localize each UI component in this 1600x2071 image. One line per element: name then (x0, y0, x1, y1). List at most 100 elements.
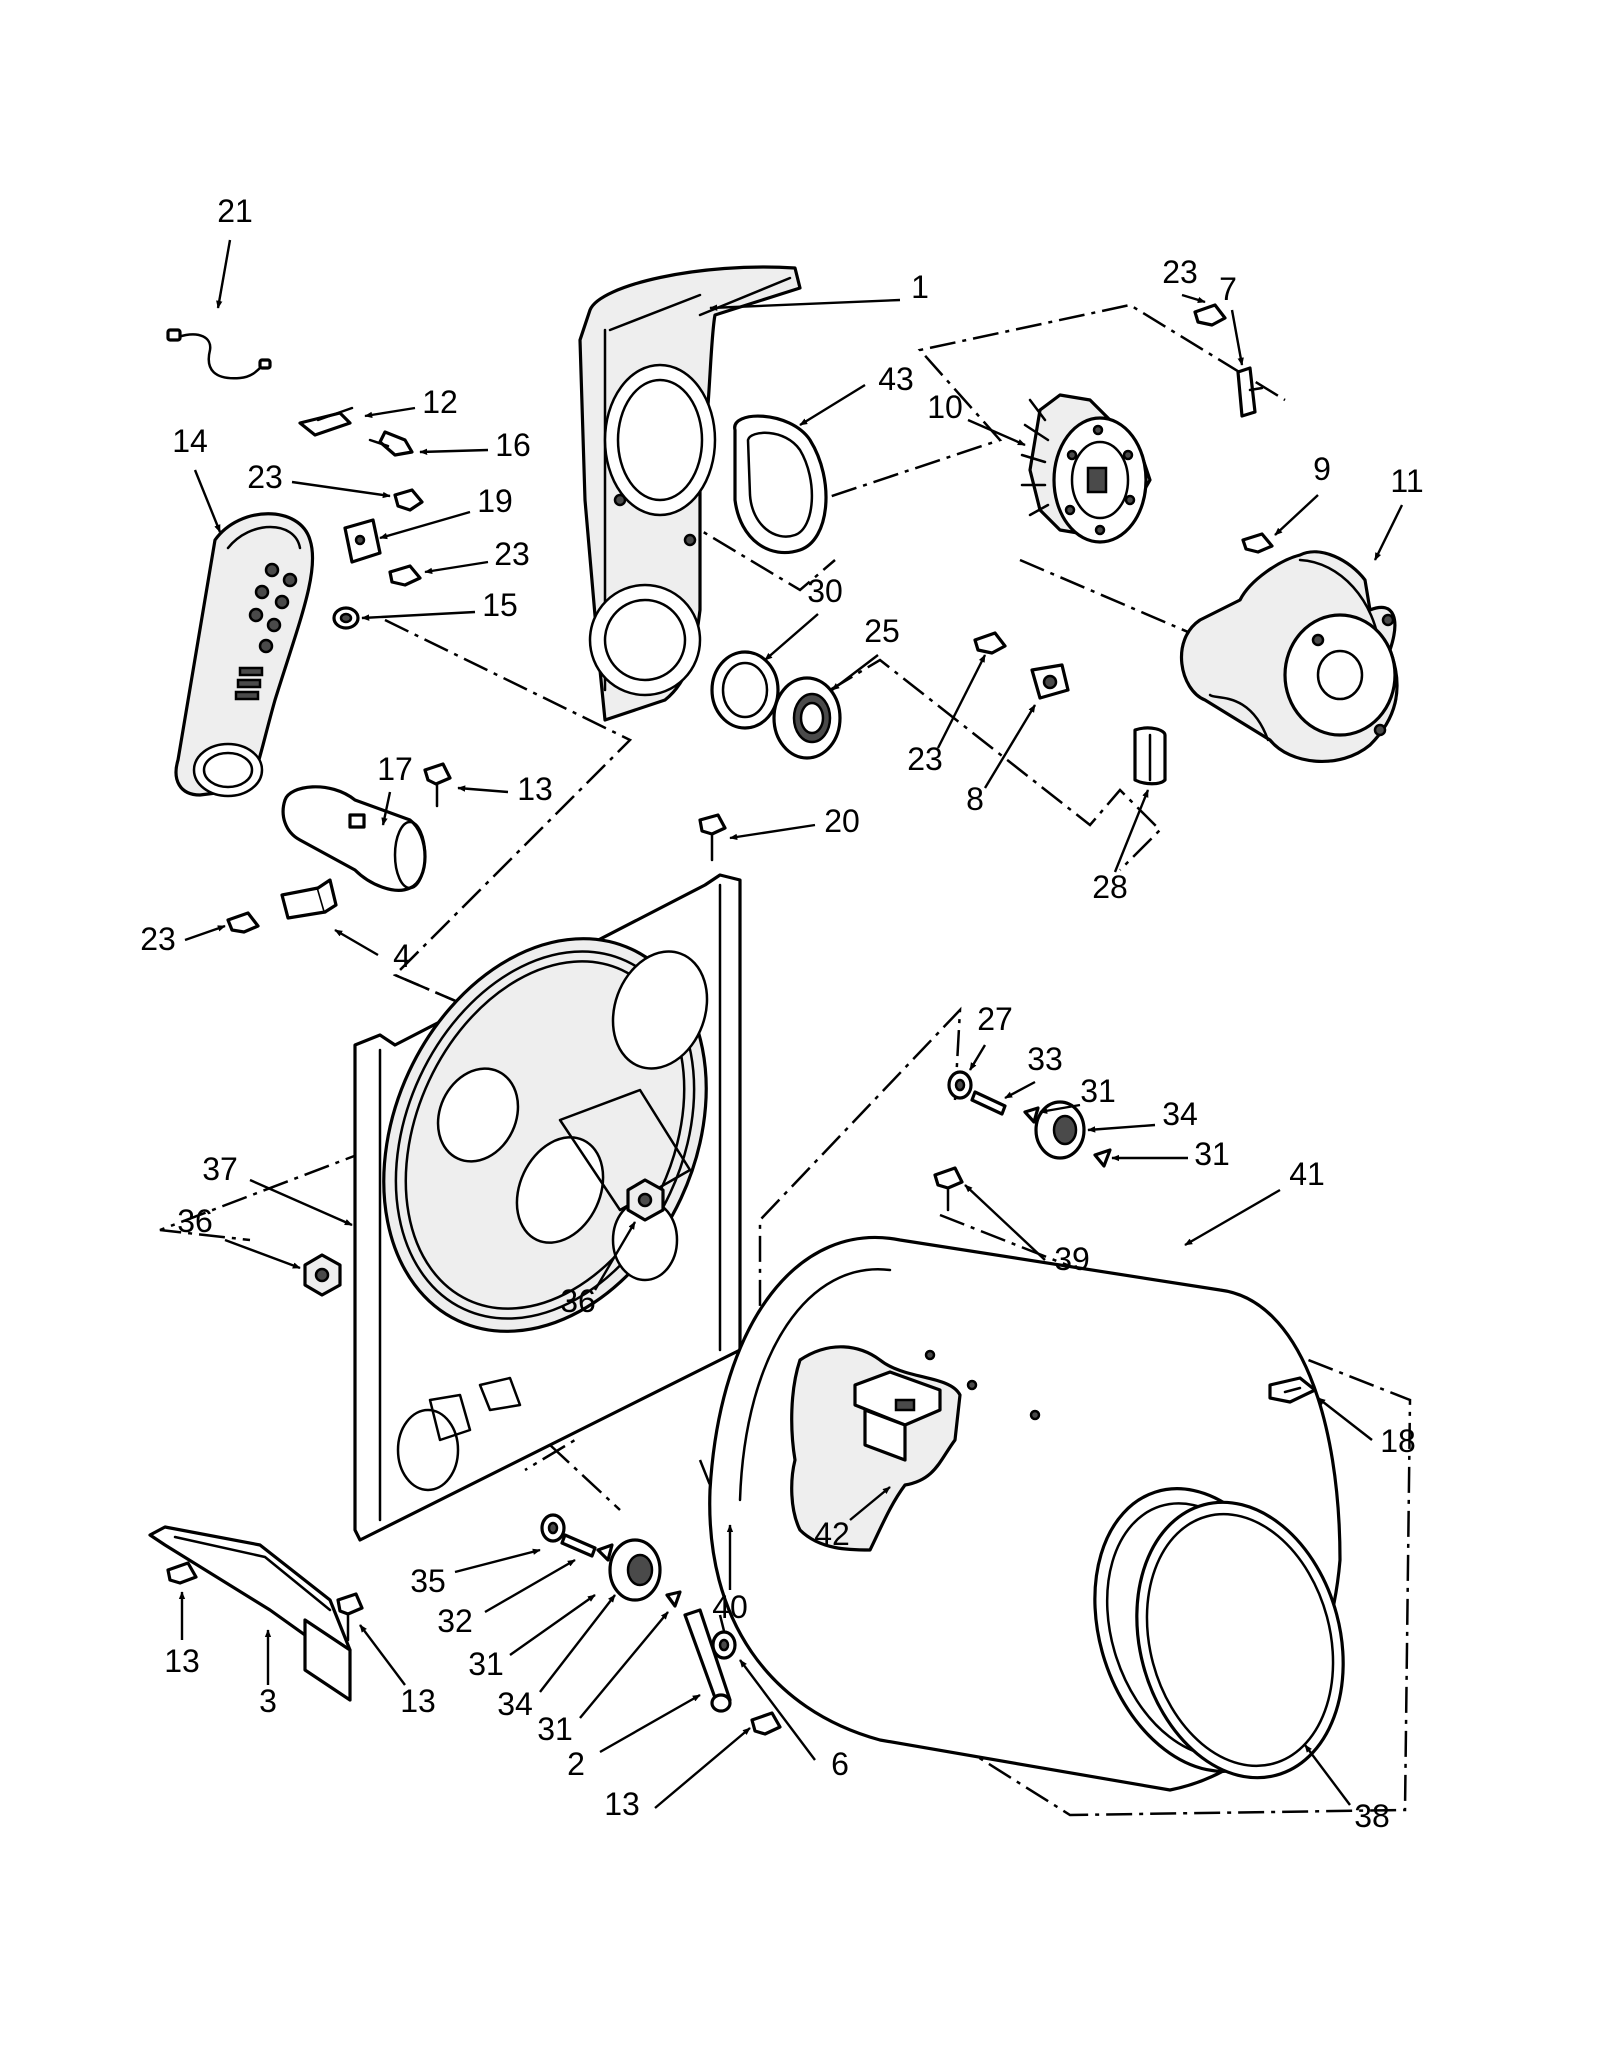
callout-4: 4 (334, 928, 411, 974)
callout-23-right-center: 23 (907, 654, 987, 777)
callout-label: 13 (517, 771, 553, 807)
callout-16: 16 (419, 427, 531, 463)
callout-23-left-lower: 23 (140, 921, 226, 957)
callout-label: 39 (1054, 1241, 1090, 1277)
callout-39: 39 (964, 1184, 1090, 1277)
callout-label: 6 (831, 1746, 849, 1782)
callout-20: 20 (729, 803, 860, 841)
part-2-roller-shaft (683, 1608, 732, 1713)
callout-label: 21 (217, 193, 253, 229)
callout-1: 1 (709, 269, 929, 311)
callout-41: 41 (1184, 1156, 1325, 1247)
callout-31-left-lower: 31 (537, 1611, 669, 1747)
callout-14: 14 (172, 423, 222, 533)
callout-label: 11 (1390, 463, 1423, 499)
callout-label: 23 (247, 459, 283, 495)
callout-6: 6 (739, 1659, 849, 1782)
callout-label: 30 (807, 573, 843, 609)
callout-13-bracket: 13 (359, 1624, 436, 1719)
callout-label: 3 (259, 1683, 277, 1719)
callout-label: 7 (1219, 271, 1237, 307)
part-14-exhaust-duct (174, 512, 315, 798)
callout-label: 23 (907, 741, 943, 777)
callout-label: 28 (1092, 869, 1128, 905)
callout-13-lower-left: 13 (164, 1591, 200, 1679)
callout-label: 18 (1380, 1423, 1416, 1459)
callout-label: 43 (878, 361, 914, 397)
callout-label: 35 (410, 1563, 446, 1599)
callout-25: 25 (831, 613, 900, 691)
callout-37: 37 (202, 1151, 353, 1227)
part-23-screw-middle-left (388, 564, 422, 587)
callout-15: 15 (361, 587, 518, 623)
callout-label: 27 (977, 1001, 1013, 1037)
callout-33: 33 (1004, 1041, 1063, 1100)
callout-label: 31 (468, 1646, 504, 1682)
callout-label: 32 (437, 1603, 473, 1639)
part-27-washer (947, 1070, 973, 1100)
callout-9: 9 (1274, 451, 1331, 536)
part-32-shaft (560, 1533, 597, 1558)
part-43-seal (733, 414, 828, 555)
callout-label: 14 (172, 423, 208, 459)
part-25-seal (772, 676, 842, 760)
part-6-washer (711, 1630, 737, 1660)
callout-31-left-upper: 31 (468, 1594, 596, 1682)
callout-label: 31 (1194, 1136, 1230, 1172)
callout-label: 13 (400, 1683, 436, 1719)
part-13-screw-lower-left (166, 1561, 198, 1585)
part-19-thermostat (343, 518, 382, 564)
callout-label: 13 (164, 1643, 200, 1679)
part-15-grommet (332, 606, 360, 630)
part-13-screw-bottom (750, 1711, 782, 1736)
callout-label: 31 (1080, 1073, 1116, 1109)
callout-19: 19 (379, 483, 513, 540)
part-11-blower-housing (1179, 550, 1399, 763)
callout-label: 36 (177, 1203, 213, 1239)
part-1-duct-panel (578, 265, 802, 722)
part-20-screw (698, 813, 727, 862)
callout-30: 30 (764, 573, 843, 661)
callout-label: 20 (824, 803, 860, 839)
callout-38: 38 (1304, 1744, 1390, 1834)
part-17-heater (281, 785, 427, 892)
callout-label: 17 (377, 751, 413, 787)
callout-34-right: 34 (1087, 1096, 1198, 1133)
callout-36-left: 36 (177, 1203, 301, 1270)
callout-label: 10 (927, 389, 963, 425)
callout-18: 18 (1317, 1397, 1416, 1459)
callout-label: 8 (966, 781, 984, 817)
callout-label: 40 (712, 1589, 748, 1625)
part-12-thermal-fuse (298, 406, 354, 437)
part-30-seal (710, 650, 780, 730)
part-13-screw-bracket (336, 1592, 364, 1642)
callout-11: 11 (1373, 463, 1424, 561)
callout-label: 38 (1354, 1798, 1390, 1834)
part-4-sensor (280, 878, 338, 920)
callout-label: 23 (494, 536, 530, 572)
callout-label: 34 (1162, 1096, 1198, 1132)
part-23-screw-upper-left (393, 488, 424, 512)
callout-label: 4 (393, 938, 411, 974)
callout-36-center: 36 (560, 1221, 637, 1319)
part-3-support-bracket (148, 1525, 352, 1702)
part-23-screw-lower-left (226, 911, 260, 934)
callout-23-top: 23 (1162, 254, 1206, 304)
callout-label: 2 (567, 1746, 585, 1782)
part-9-screw (1241, 532, 1274, 554)
part-23-screw-center-right (973, 631, 1007, 655)
callout-43: 43 (799, 361, 914, 427)
part-16-screw (368, 430, 414, 457)
callout-label: 36 (560, 1283, 596, 1319)
part-34-roller-lower (608, 1538, 662, 1602)
part-38-drum-seal (1135, 1500, 1345, 1780)
part-36-nut-left (303, 1253, 342, 1297)
part-28-clip (1133, 726, 1167, 786)
callout-label: 37 (202, 1151, 238, 1187)
part-37-rear-bulkhead (353, 873, 742, 1542)
callout-31-right-upper: 31 (1039, 1073, 1116, 1114)
part-7-bracket (1236, 366, 1264, 418)
callout-label: 34 (497, 1686, 533, 1722)
part-35-washer (540, 1513, 566, 1543)
